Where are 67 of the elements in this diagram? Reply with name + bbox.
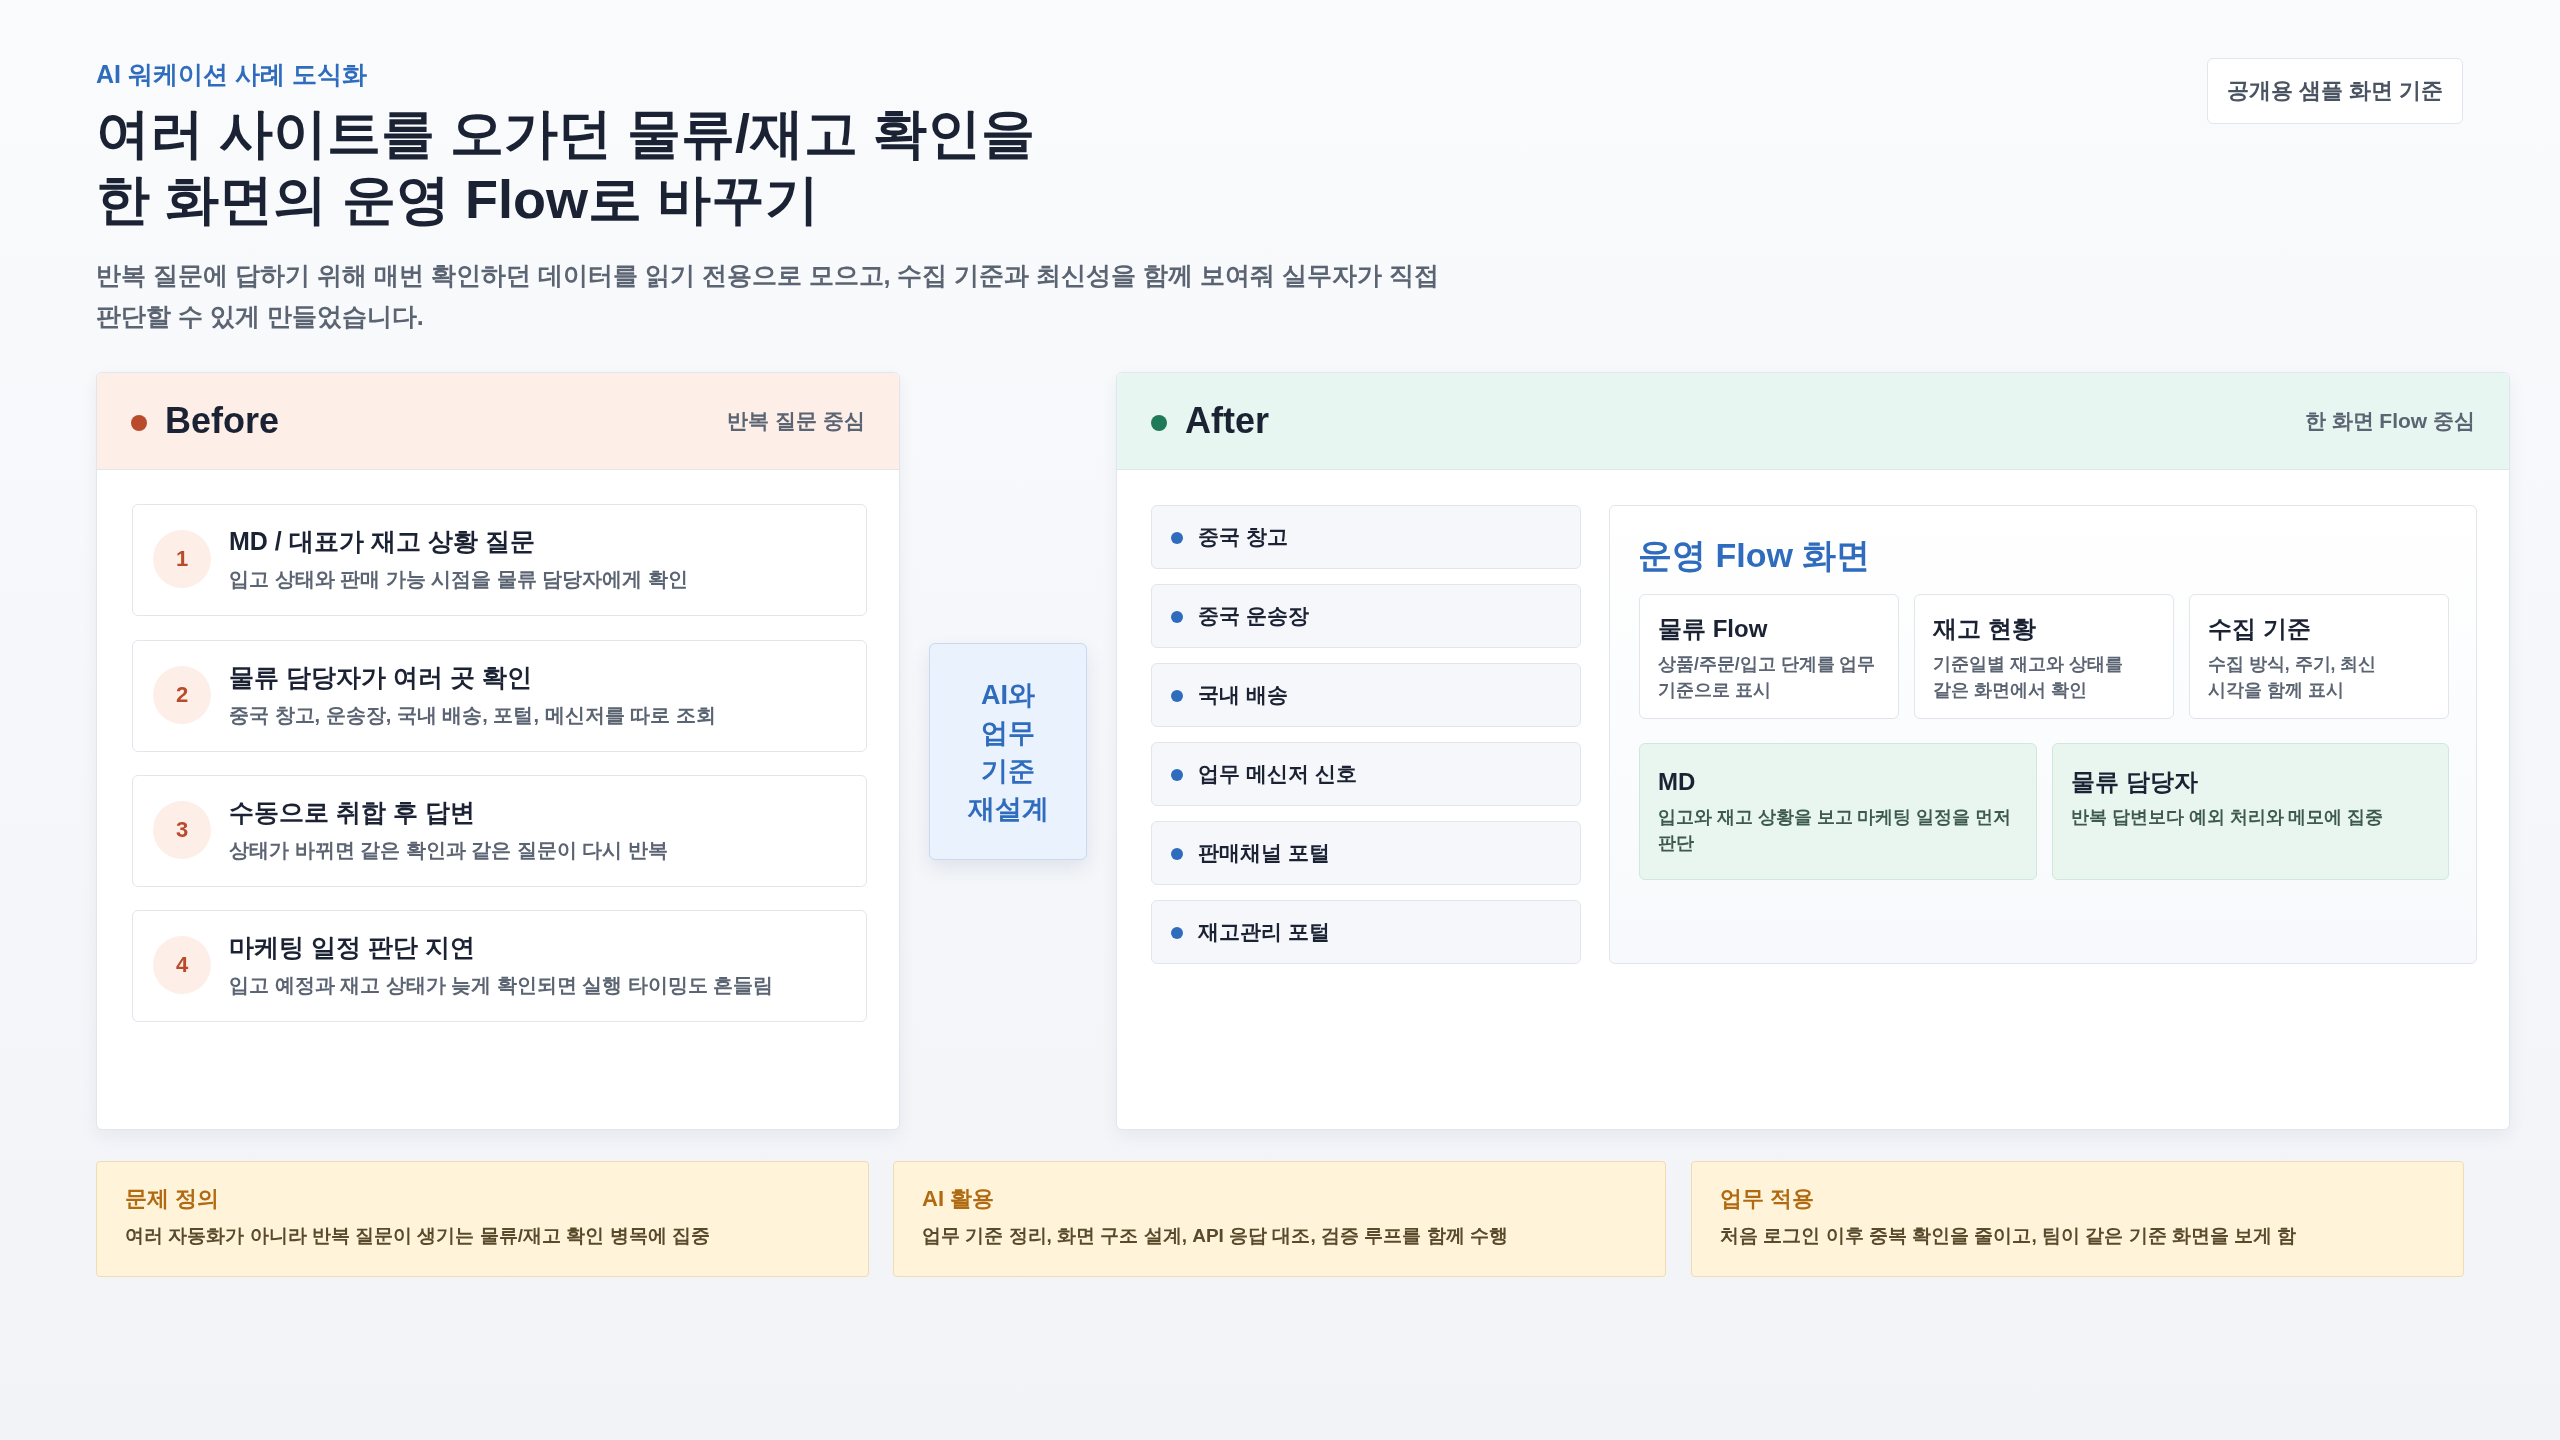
summary-card: [1691, 1161, 2464, 1277]
step-title: 물류 담당자가 여러 곳 확인: [229, 662, 532, 693]
step-card: [132, 910, 867, 1022]
source-item: [1151, 900, 1581, 964]
step-description: 상태가 바뀌면 같은 확인과 같은 질문이 다시 반복: [229, 838, 668, 863]
step-number: 2: [175, 682, 189, 708]
panel-subtitle: 한 화면 Flow 중심: [2304, 408, 2475, 434]
source-name: 업무 메신저 신호: [1198, 761, 1357, 787]
summary-text: 업무 기준 정리, 화면 구조 설계, API 응답 대조, 검증 루프를 함께 수행: [922, 1224, 1508, 1248]
step-description: 입고 예정과 재고 상태가 늦게 확인되면 실행 타이밍도 흔들림: [229, 973, 774, 998]
step-title: 마케팅 일정 판단 지연: [229, 932, 475, 963]
transition-label: AI와 업무 기준 재설계: [966, 678, 1050, 826]
role-description: 반복 답변보다 예외 처리와 메모에 집중: [2071, 806, 2385, 829]
summary-title: 업무 적용: [1720, 1185, 1815, 1213]
source-item: [1151, 821, 1581, 885]
screen-title: 운영 Flow 화면: [1638, 535, 1871, 576]
description-text: 반복 질문에 답하기 위해 매번 확인하던 데이터를 읽기 전용으로 모으고, 수집 기준과 최신성을 함께 보여줘 실무자가 직접 판단할 수 있게 만들었습니다.: [96, 260, 1441, 332]
card-description: 상품/주문/입고 단계를 업무 기준으로 표시: [1658, 653, 1877, 702]
step-number: 3: [175, 817, 189, 843]
info-card: [1639, 594, 1899, 719]
step-number: 1: [175, 546, 189, 572]
step-title: 수동으로 취합 후 답변: [229, 797, 475, 828]
summary-card: [893, 1161, 1666, 1277]
step-card: [132, 504, 867, 616]
source-item: [1151, 742, 1581, 806]
card-title: 재고 현황: [1933, 614, 2036, 644]
info-card: [2189, 594, 2449, 719]
info-card: [1914, 594, 2174, 719]
source-name: 국내 배송: [1198, 682, 1288, 708]
step-card: [132, 775, 867, 887]
panel-subtitle: 반복 질문 중심: [727, 408, 865, 434]
source-item: [1151, 505, 1581, 569]
page-title: 여러 사이트를 오가던 물류/재고 확인을 한 화면의 운영 Flow로 바꾸기: [96, 102, 1036, 231]
transition-box: [929, 643, 1087, 860]
card-title: 수집 기준: [2208, 614, 2311, 644]
source-name: 재고관리 포털: [1198, 919, 1330, 945]
role-title: 물류 담당자: [2071, 767, 2198, 797]
flow-screen-panel: [1609, 505, 2477, 964]
source-name: 중국 운송장: [1198, 603, 1309, 629]
source-name: 판매채널 포털: [1198, 840, 1330, 866]
summary-text: 처음 로그인 이후 중복 확인을 줄이고, 팀이 같은 기준 화면을 보게 함: [1720, 1224, 2297, 1248]
role-card: [1639, 743, 2037, 880]
summary-card: [96, 1161, 869, 1277]
step-description: 중국 창고, 운송장, 국내 배송, 포털, 메신저를 따로 조회: [229, 703, 716, 728]
source-item: [1151, 584, 1581, 648]
step-number: 4: [175, 952, 189, 978]
role-description: 입고와 재고 상황을 보고 마케팅 일정을 먼저 판단: [1658, 806, 2013, 855]
card-title: 물류 Flow: [1658, 614, 1768, 644]
card-description: 수집 방식, 주기, 최신 시각을 함께 표시: [2208, 653, 2378, 702]
role-card: [2052, 743, 2449, 880]
role-title: MD: [1658, 767, 1696, 797]
source-item: [1151, 663, 1581, 727]
panel-title: After: [1185, 399, 1269, 443]
step-description: 입고 상태와 판매 가능 시점을 물류 담당자에게 확인: [229, 567, 688, 592]
eyebrow-text: AI 워케이션 사례 도식화: [96, 59, 367, 90]
source-name: 중국 창고: [1198, 524, 1288, 550]
summary-title: 문제 정의: [125, 1185, 220, 1213]
before-panel: [96, 372, 900, 1130]
step-title: MD / 대표가 재고 상황 질문: [229, 526, 535, 557]
after-panel: [1116, 372, 2510, 1130]
tag-label: 공개용 샘플 화면 기준: [2226, 77, 2444, 105]
summary-title: AI 활용: [922, 1185, 995, 1213]
step-card: [132, 640, 867, 752]
card-description: 기준일별 재고와 상태를 같은 화면에서 확인: [1933, 653, 2124, 702]
panel-title: Before: [165, 399, 280, 443]
sample-tag: [2207, 58, 2463, 124]
summary-text: 여러 자동화가 아니라 반복 질문이 생기는 물류/재고 확인 병목에 집중: [125, 1224, 710, 1248]
